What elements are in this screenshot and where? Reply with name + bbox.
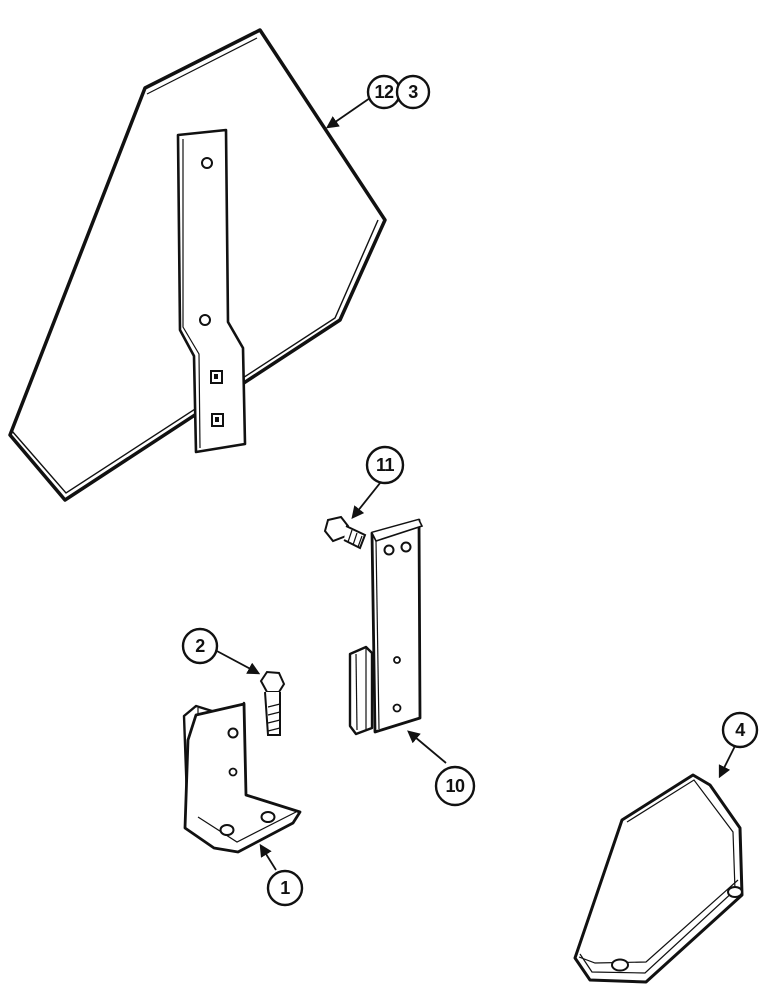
vertical-bracket: [350, 520, 422, 734]
callout-2-label: 2: [195, 636, 205, 656]
angle-bracket: [184, 703, 300, 852]
callout-1-label: 1: [280, 878, 290, 898]
callout-3-label: 3: [408, 82, 418, 102]
callout-11-label: 11: [376, 455, 395, 475]
leader-11: [351, 477, 385, 519]
callout-10-label: 10: [445, 776, 465, 796]
bolt-2: [261, 672, 284, 735]
callout-12: 12: [366, 74, 402, 110]
callout-10: 10: [434, 765, 476, 807]
callout-4: 4: [721, 711, 759, 749]
plate-mounting-strap: [178, 130, 245, 452]
callout-1: 1: [266, 869, 304, 907]
bolt-11: [325, 517, 365, 548]
leader-1: [259, 843, 277, 871]
small-deflector-plate: [575, 775, 742, 982]
leader-12-3: [325, 97, 371, 129]
callout-11: 11: [365, 445, 405, 485]
callout-2: 2: [181, 627, 219, 665]
leader-10: [407, 730, 447, 764]
callout-4-label: 4: [735, 720, 745, 740]
callout-3: 3: [395, 74, 431, 110]
leader-2: [214, 649, 261, 675]
callout-12-label: 12: [374, 82, 394, 102]
